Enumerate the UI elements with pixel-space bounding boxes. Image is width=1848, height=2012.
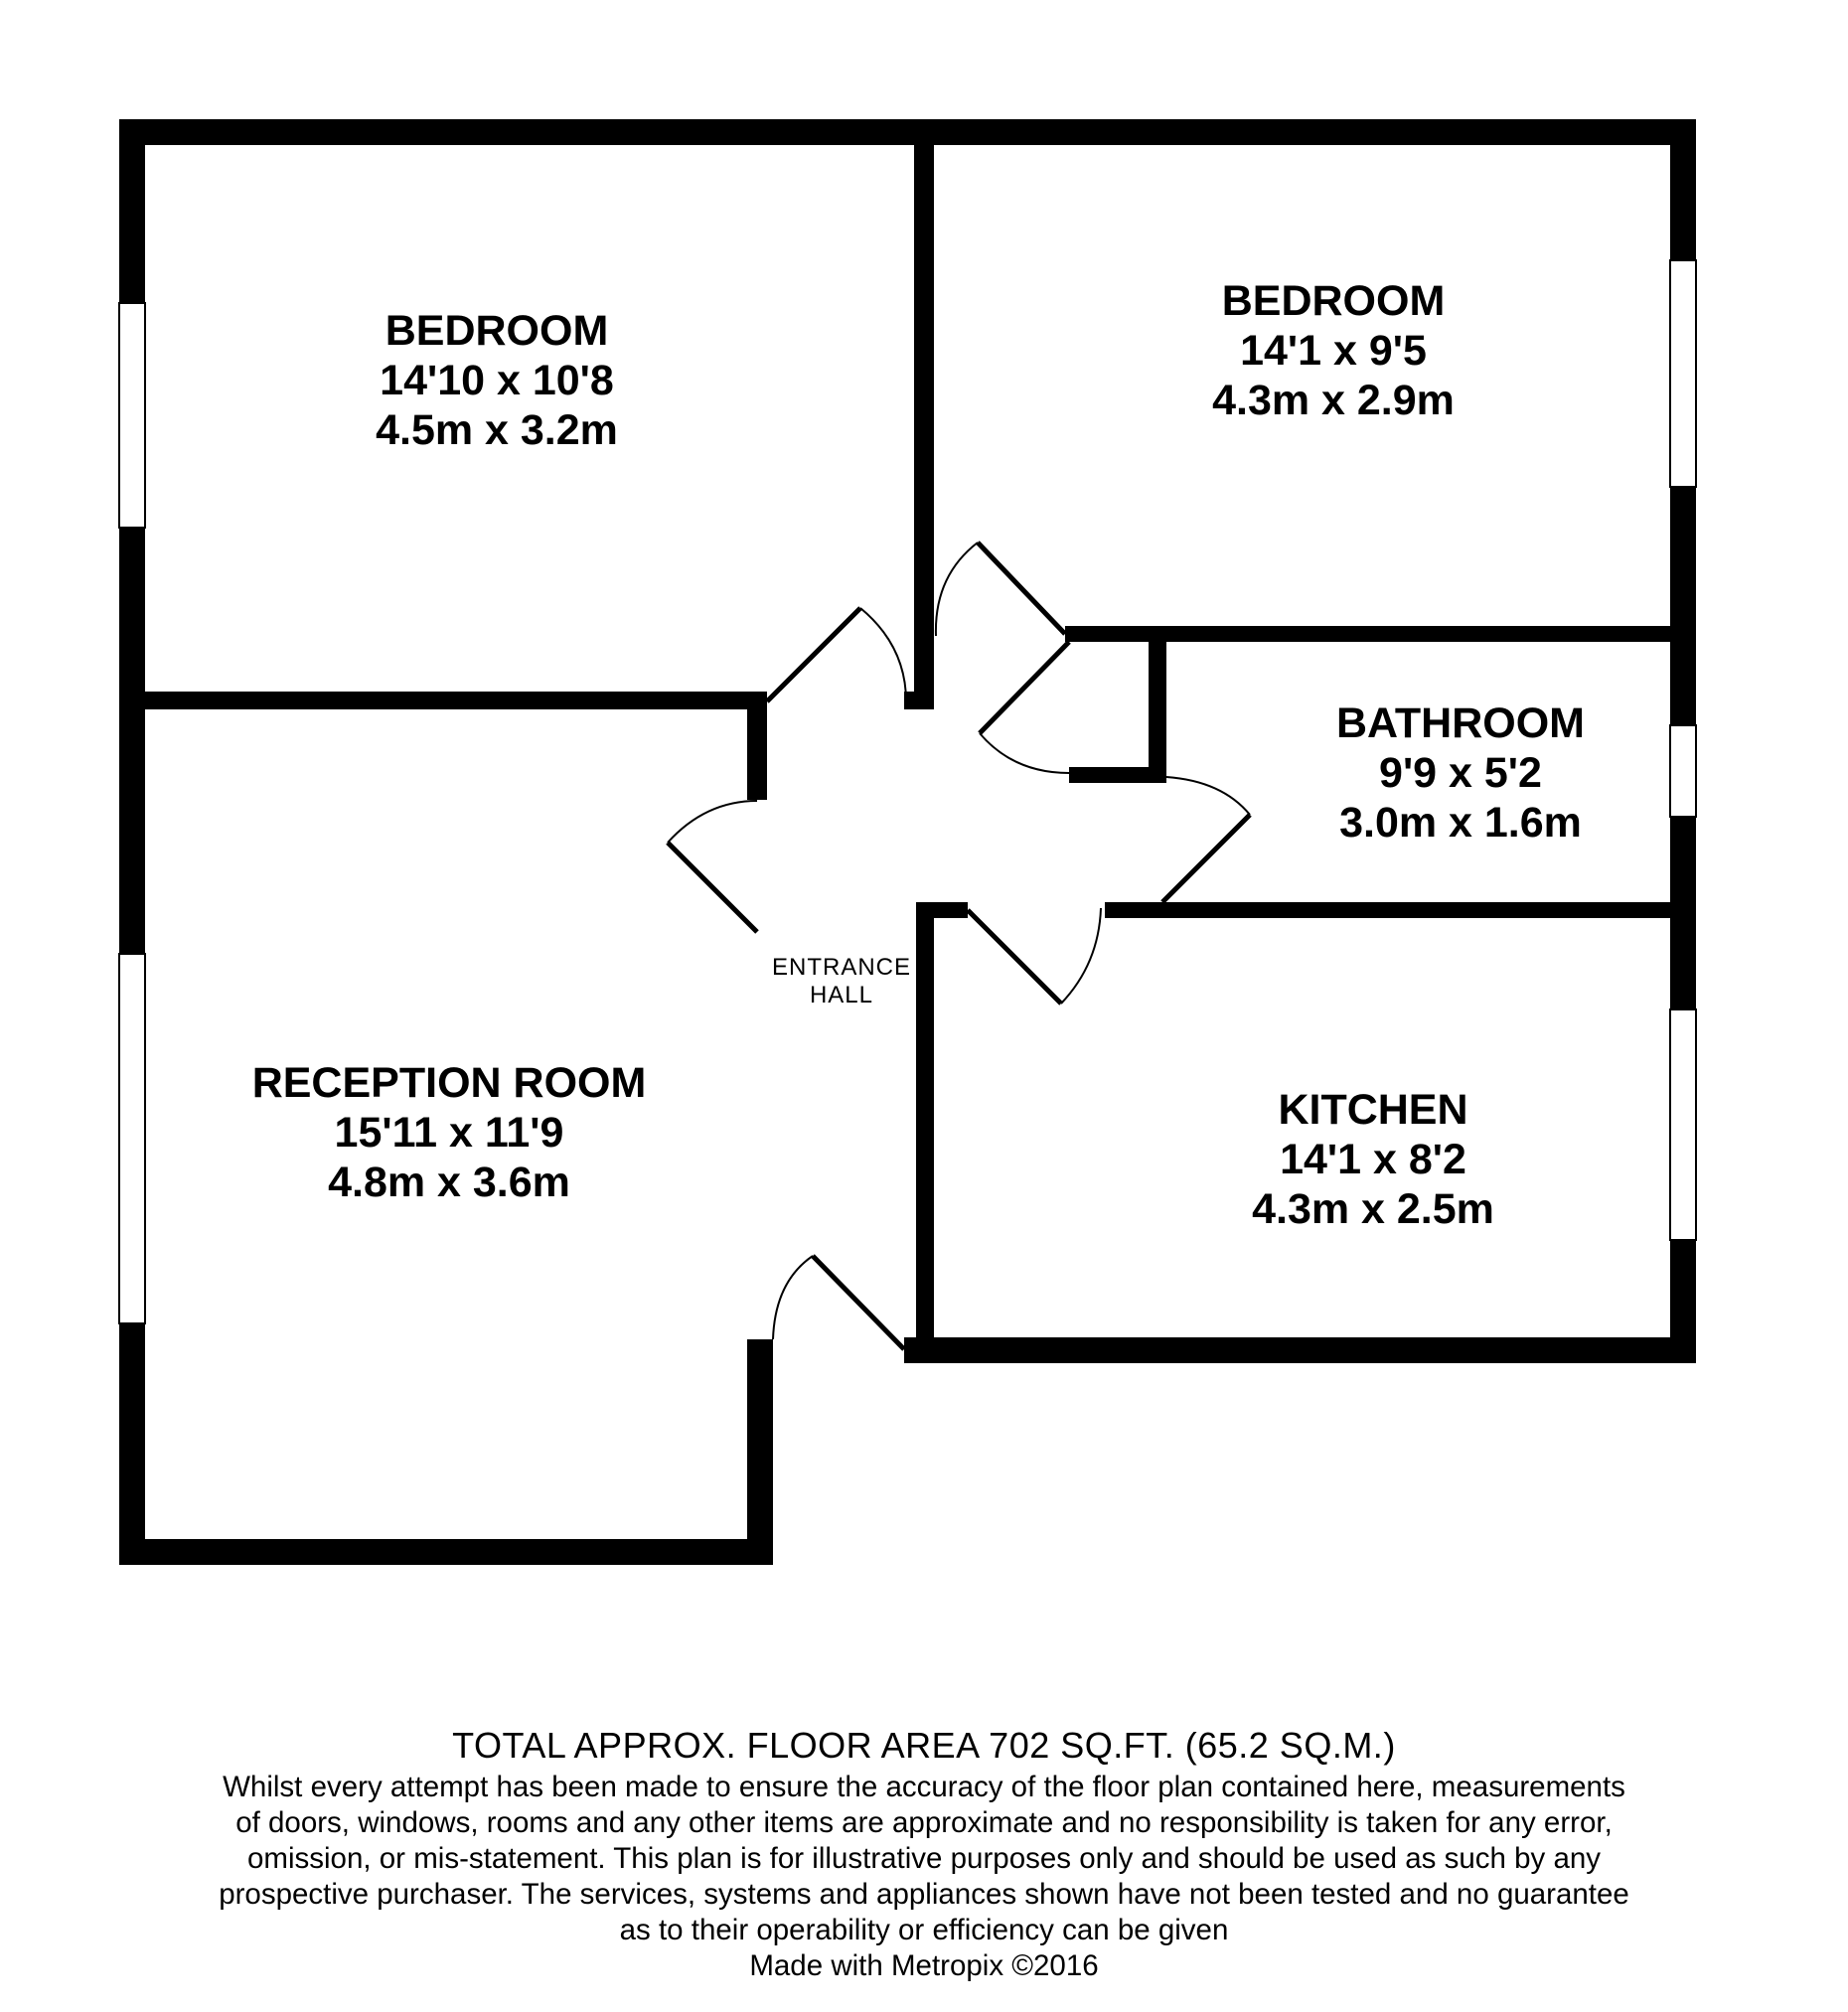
disclaimer-line: as to their operability or efficiency ca… (619, 1914, 1229, 1946)
room-metric: 4.3m x 2.5m (1252, 1185, 1494, 1233)
room-metric: 4.8m x 3.6m (328, 1159, 570, 1206)
wall-kitchen-left-bottom (904, 1337, 934, 1363)
room-label-bedroom-2: BEDROOM 14'1 x 9'5 4.3m x 2.9m (1135, 276, 1532, 425)
wall-bed1-bed2 (914, 145, 934, 709)
credit-line: Made with Metropix ©2016 (749, 1949, 1099, 1982)
window-bathroom (1669, 724, 1697, 818)
room-imperial: 14'1 x 8'2 (1280, 1136, 1466, 1183)
wall-bottom-reception (119, 1539, 773, 1565)
window-kitchen (1669, 1008, 1697, 1241)
wall-bed2-bath (1065, 626, 1673, 642)
door-arc-reception (667, 800, 758, 844)
wall-left-upper (119, 119, 145, 304)
window-bedroom1 (118, 302, 146, 529)
room-imperial: 15'11 x 11'9 (334, 1109, 564, 1157)
wall-bath-closet-vertical (1149, 626, 1166, 783)
room-label-reception: RECEPTION ROOM 15'11 x 11'9 4.8m x 3.6m (221, 1058, 678, 1207)
door-arc-bedroom1 (859, 607, 907, 702)
door-arc-bedroom2 (934, 542, 979, 637)
room-name: BEDROOM (1221, 277, 1446, 325)
room-imperial: 14'1 x 9'5 (1240, 327, 1427, 375)
door-arc-bathroom (1165, 776, 1251, 816)
wall-bed1-reception (145, 692, 767, 709)
room-imperial: 14'10 x 10'8 (380, 357, 614, 404)
door-leaf-reception (666, 841, 759, 934)
room-name: BATHROOM (1335, 699, 1585, 747)
door-arc-closet (979, 732, 1070, 774)
wall-reception-right-upper (747, 696, 767, 800)
footer: TOTAL APPROX. FLOOR AREA 702 SQ.FT. (65.… (139, 1724, 1709, 1984)
wall-bath-closet-horizontal (1069, 767, 1166, 783)
room-metric: 4.5m x 3.2m (376, 406, 618, 454)
disclaimer-line: omission, or mis-statement. This plan is… (246, 1842, 1602, 1875)
wall-right-upper (1670, 119, 1696, 260)
wall-right-mid2 (1670, 817, 1696, 1009)
wall-bath-kitchen (1105, 902, 1673, 918)
wall-bottom-kitchen (904, 1337, 1696, 1363)
room-name: BEDROOM (385, 307, 609, 355)
hall-line-2: HALL (809, 982, 874, 1008)
room-label-kitchen: KITCHEN 14'1 x 8'2 4.3m x 2.5m (1174, 1085, 1572, 1234)
walls (119, 119, 1696, 1565)
door-leaf-bathroom (1160, 813, 1252, 904)
room-label-entrance-hall: ENTRANCE HALL (767, 954, 916, 1009)
window-reception (118, 953, 146, 1324)
room-metric: 4.3m x 2.9m (1212, 377, 1455, 424)
disclaimer: Whilst every attempt has been made to en… (139, 1770, 1709, 1948)
room-label-bedroom-1: BEDROOM 14'10 x 10'8 4.5m x 3.2m (298, 306, 695, 455)
disclaimer-line: of doors, windows, rooms and any other i… (235, 1806, 1613, 1839)
window-bedroom2 (1669, 259, 1697, 488)
door-leaf-bedroom2 (976, 541, 1067, 636)
wall-bed1-bed2-stub (904, 692, 934, 709)
hall-line-1: ENTRANCE (771, 954, 911, 981)
wall-left-lower (119, 1323, 145, 1565)
room-imperial: 9'9 x 5'2 (1379, 749, 1542, 797)
room-name: KITCHEN (1278, 1086, 1468, 1134)
wall-kitchen-left-stub (916, 902, 968, 918)
wall-right-mid1 (1670, 487, 1696, 725)
room-label-bathroom: BATHROOM 9'9 x 5'2 3.0m x 1.6m (1262, 698, 1659, 848)
total-floor-area: TOTAL APPROX. FLOOR AREA 702 SQ.FT. (65.… (452, 1725, 1396, 1766)
door-leaf-bedroom1 (765, 606, 862, 703)
doors (666, 541, 1252, 1351)
door-leaf-entrance (811, 1254, 906, 1351)
windows (118, 259, 1697, 1324)
room-name: RECEPTION ROOM (251, 1059, 647, 1107)
door-leaf-kitchen (966, 908, 1063, 1006)
door-arc-kitchen (1060, 907, 1102, 1005)
door-leaf-closet (978, 640, 1071, 735)
wall-kitchen-left (916, 902, 934, 1363)
wall-left-mid (119, 527, 145, 954)
wall-reception-right-lower (747, 1339, 773, 1565)
wall-top (119, 119, 1696, 145)
disclaimer-line: Whilst every attempt has been made to en… (223, 1771, 1625, 1803)
door-arc-entrance (772, 1255, 814, 1340)
disclaimer-line: prospective purchaser. The services, sys… (219, 1878, 1629, 1911)
room-metric: 3.0m x 1.6m (1339, 799, 1582, 847)
